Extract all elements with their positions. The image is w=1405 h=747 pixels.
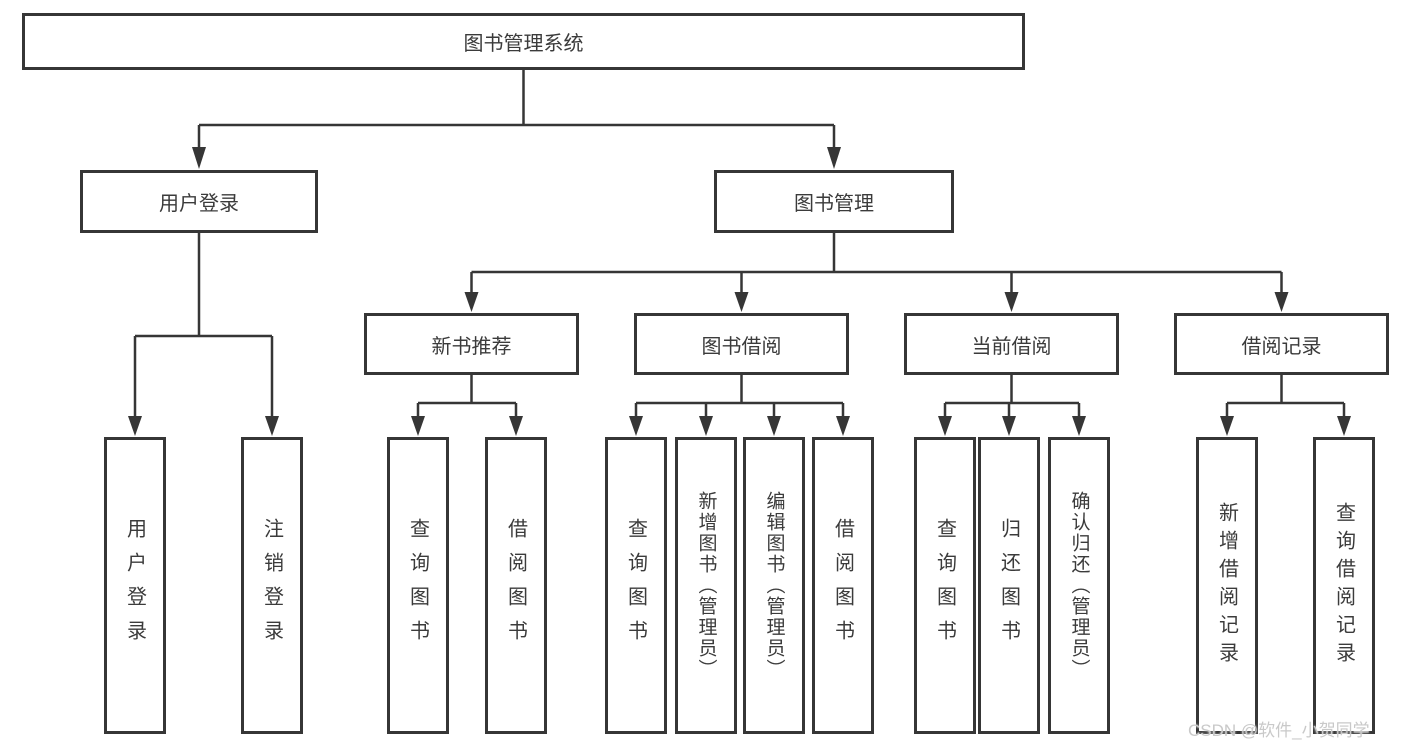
node-label: 借阅图书 [831, 517, 854, 654]
node-label: 查询借阅记录 [1332, 501, 1355, 670]
node-label: 查询图书 [624, 517, 647, 654]
node-leaf-borrow-books: 借阅图书 [812, 437, 874, 734]
node-leaf-user-login: 用户登录 [104, 437, 166, 734]
node-leaf-logout: 注销登录 [241, 437, 303, 734]
node-label: 归还图书 [997, 517, 1020, 654]
node-label: 借阅图书 [504, 517, 527, 654]
csdn-watermark: CSDN @软件_小贺同学 [1188, 721, 1370, 740]
arrowhead-icons [128, 147, 1351, 436]
node-leaf-query-borrow-record: 查询借阅记录 [1313, 437, 1375, 734]
node-leaf-return-books: 归还图书 [978, 437, 1040, 734]
node-book-borrowing: 图书借阅 [634, 313, 849, 375]
node-label: 用户登录 [159, 193, 239, 215]
node-leaf-add-books-admin: 新增图书（管理员） [675, 437, 737, 734]
node-label: 查询图书 [933, 517, 956, 654]
node-leaf-query-books-recommend: 查询图书 [387, 437, 449, 734]
node-label: 查询图书 [406, 517, 429, 654]
node-label: 图书管理系统 [463, 33, 584, 55]
node-leaf-query-books-borrowing: 查询图书 [605, 437, 667, 734]
node-label: 新增图书（管理员） [695, 491, 717, 680]
node-label: 当前借阅 [971, 335, 1052, 358]
node-new-book-recommendation: 新书推荐 [364, 313, 579, 375]
node-leaf-edit-books-admin: 编辑图书（管理员） [743, 437, 805, 734]
node-label: 借阅记录 [1241, 335, 1322, 358]
node-book-management-module: 图书管理 [714, 170, 954, 233]
node-borrowing-records: 借阅记录 [1174, 313, 1389, 375]
node-leaf-add-borrow-record: 新增借阅记录 [1196, 437, 1258, 734]
node-user-login-module: 用户登录 [80, 170, 318, 233]
node-label: 新书推荐 [431, 335, 512, 358]
node-current-borrowing: 当前借阅 [904, 313, 1119, 375]
node-label: 用户登录 [123, 517, 146, 654]
node-leaf-confirm-return-admin: 确认归还（管理员） [1048, 437, 1110, 734]
node-label: 编辑图书（管理员） [763, 491, 785, 680]
node-label: 确认归还（管理员） [1068, 491, 1090, 680]
node-leaf-query-books-current: 查询图书 [914, 437, 976, 734]
node-library-management-system: 图书管理系统 [22, 13, 1025, 70]
node-label: 新增借阅记录 [1215, 501, 1238, 670]
node-label: 注销登录 [260, 517, 283, 654]
node-label: 图书借阅 [701, 335, 782, 358]
node-label: 图书管理 [794, 193, 874, 215]
node-leaf-borrow-books-recommend: 借阅图书 [485, 437, 547, 734]
